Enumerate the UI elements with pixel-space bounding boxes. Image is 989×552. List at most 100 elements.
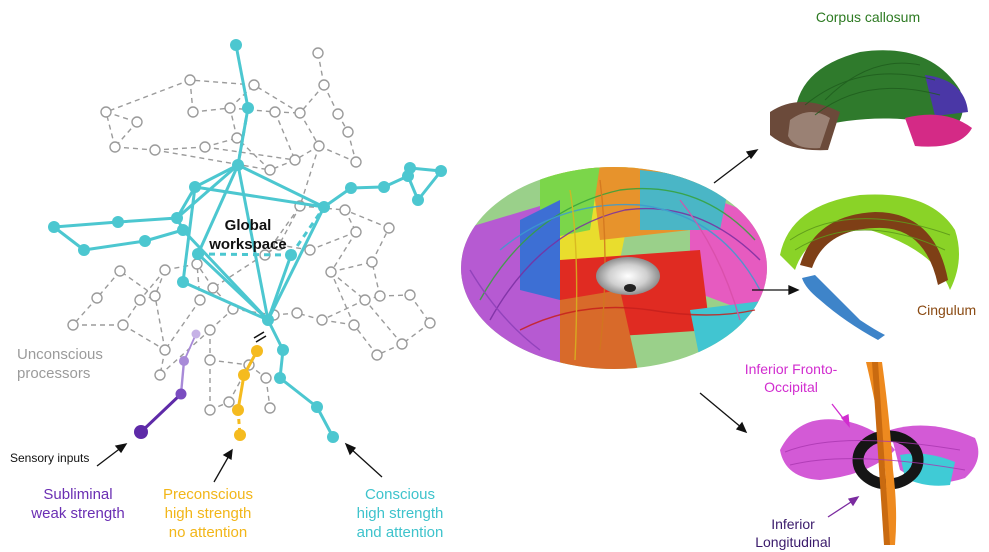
- conscious-edge-weak: [197, 252, 292, 257]
- unconscious-node: [342, 126, 354, 138]
- conscious-node: [402, 170, 414, 182]
- unconscious-node: [248, 79, 260, 91]
- unconscious-node: [318, 79, 330, 91]
- conscious-edge: [196, 252, 270, 322]
- conscious-edge: [266, 206, 326, 321]
- conscious-node: [242, 102, 254, 114]
- unconscious-node: [131, 116, 143, 128]
- unconscious-edge: [105, 111, 116, 148]
- unconscious-node: [204, 404, 216, 416]
- unconscious-node: [149, 290, 161, 302]
- unconscious-edge: [364, 299, 403, 345]
- unconscious-node: [371, 349, 383, 361]
- subliminal-node: [179, 356, 189, 366]
- conscious-edge: [237, 163, 325, 209]
- sensory-inputs-label: Sensory inputs: [10, 451, 90, 465]
- cingulum-tract: [780, 194, 959, 340]
- conscious-edge: [176, 163, 239, 220]
- inferior-longitudinal-label: Inferior Longitudinal: [755, 516, 831, 550]
- unconscious-edge: [114, 146, 156, 151]
- unconscious-edge: [154, 295, 166, 351]
- unconscious-node: [109, 141, 121, 153]
- unconscious-node: [304, 244, 316, 256]
- preconscious-chain: [232, 345, 263, 441]
- conscious-edge: [416, 170, 443, 201]
- unconscious-node: [312, 47, 324, 59]
- conscious-label: Conscious high strength and attention: [356, 486, 444, 541]
- preconscious-node: [251, 345, 263, 357]
- conscious-node: [311, 401, 323, 413]
- unconscious-edge: [401, 322, 431, 345]
- unconscious-edge: [409, 294, 431, 324]
- subliminal-node: [175, 388, 187, 400]
- conscious-node: [78, 244, 90, 256]
- unconscious-processors-label: Unconscious processors: [17, 346, 103, 382]
- conscious-edge: [279, 376, 318, 409]
- unconscious-node: [374, 290, 386, 302]
- unconscious-node: [260, 372, 272, 384]
- conscious-edge: [194, 163, 239, 189]
- conscious-edge-weak: [236, 107, 250, 166]
- unconscious-node: [325, 266, 337, 278]
- conscious-node: [285, 249, 297, 261]
- conscious-node: [171, 212, 183, 224]
- unconscious-node: [184, 74, 196, 86]
- conscious-node: [378, 181, 390, 193]
- unconscious-edge: [72, 297, 98, 326]
- unconscious-node: [366, 256, 378, 268]
- unconscious-edge: [154, 149, 271, 171]
- unconscious-node: [204, 354, 216, 366]
- unconscious-node: [332, 108, 344, 120]
- conscious-edge: [194, 185, 325, 209]
- conscious-edge: [144, 228, 184, 243]
- unconscious-node: [223, 396, 235, 408]
- conscious-node: [412, 194, 424, 206]
- subliminal-chain: [134, 329, 201, 439]
- unconscious-node: [348, 319, 360, 331]
- panel-arrows: [699, 149, 800, 434]
- unconscious-node: [269, 106, 281, 118]
- conscious-edge: [53, 220, 119, 229]
- preconscious-node: [234, 429, 246, 441]
- unconscious-node: [339, 204, 351, 216]
- unconscious-edge: [330, 271, 366, 301]
- unconscious-node: [194, 294, 206, 306]
- unconscious-edge: [330, 271, 355, 326]
- unconscious-node: [404, 289, 416, 301]
- unconscious-node: [134, 294, 146, 306]
- fiber-strokes: [469, 179, 761, 361]
- preconscious-node: [232, 404, 244, 416]
- conscious-node: [189, 181, 201, 193]
- conscious-node: [192, 248, 204, 260]
- unconscious-edge: [192, 107, 231, 113]
- ifo-il-tracts: [780, 362, 979, 545]
- unconscious-node: [294, 107, 306, 119]
- unconscious-node: [67, 319, 79, 331]
- unconscious-edge: [96, 270, 121, 299]
- unconscious-node: [159, 344, 171, 356]
- corpus-callosum-label: Corpus callosum: [815, 9, 921, 25]
- conscious-node: [232, 159, 244, 171]
- unconscious-edge: [321, 299, 366, 321]
- unconscious-node: [100, 106, 112, 118]
- blocked-access-mark: [253, 331, 267, 343]
- corpus-callosum-tract: [770, 50, 972, 151]
- unconscious-edge: [119, 270, 156, 297]
- conscious-edge-weak: [289, 206, 326, 256]
- unconscious-edge: [344, 209, 390, 229]
- unconscious-node: [187, 106, 199, 118]
- ventricle-view-icon: [596, 257, 660, 295]
- conscious-node: [345, 182, 357, 194]
- unconscious-node: [359, 294, 371, 306]
- global-workspace-network: [48, 39, 447, 483]
- unconscious-edge: [164, 299, 201, 351]
- whole-brain-tractography: [461, 167, 767, 369]
- unconscious-edge: [353, 324, 378, 356]
- unconscious-edge: [204, 146, 296, 161]
- unconscious-node: [159, 264, 171, 276]
- unconscious-edge: [196, 263, 201, 301]
- unconscious-edge: [278, 205, 301, 246]
- conscious-edge: [83, 239, 146, 252]
